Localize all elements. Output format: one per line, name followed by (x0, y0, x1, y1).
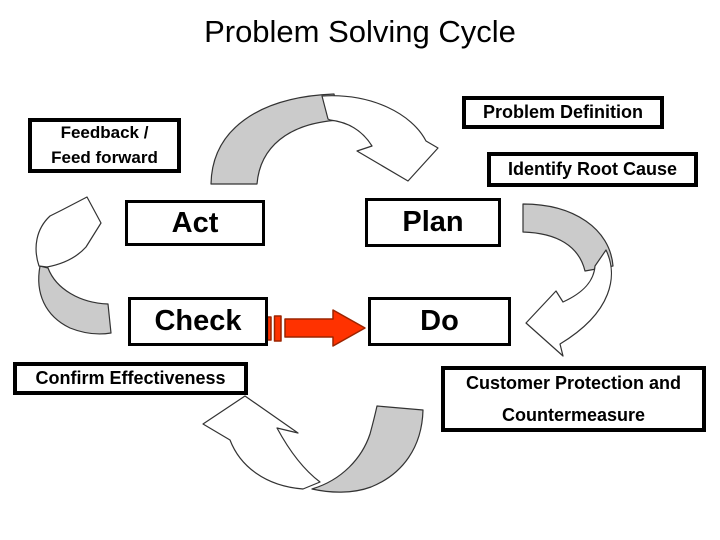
curved-arrow-do-to-check-icon (202, 395, 424, 493)
act-label: Act (171, 206, 219, 239)
check-label: Check (154, 305, 242, 337)
striped-arrow-stripe (273, 315, 282, 342)
confirm-effectiveness-label: Confirm Effectiveness (35, 368, 226, 389)
customer-protection-note-box: Customer Protection and Countermeasure (441, 366, 706, 432)
curved-arrow-head (321, 95, 439, 182)
identify-root-cause-label: Identify Root Cause (507, 159, 677, 180)
striped-arrow-stripe (266, 316, 272, 341)
confirm-effectiveness-note-box: Confirm Effectiveness (13, 362, 248, 395)
curved-arrow-plan-to-do-icon (522, 203, 614, 357)
identify-root-cause-note-box: Identify Root Cause (487, 152, 698, 187)
curved-arrow-tail (311, 405, 424, 493)
plan-label: Plan (402, 206, 464, 238)
problem-definition-note-box: Problem Definition (462, 96, 664, 129)
curved-arrow-tail (522, 203, 614, 272)
customer-protection-label: Customer Protection and Countermeasure (465, 372, 682, 425)
feedback-note-label: Feedback / Feed forward (51, 122, 158, 167)
feedback-note-box: Feedback / Feed forward (28, 118, 181, 173)
curved-arrow-tail (38, 265, 112, 335)
curved-arrow-check-to-act-icon (35, 196, 112, 335)
slide-title: Problem Solving Cycle (204, 14, 516, 49)
do-box: Do (368, 297, 511, 346)
striped-arrow-check-to-do-icon (266, 309, 366, 347)
striped-arrow-body (284, 309, 366, 347)
do-label: Do (420, 305, 459, 337)
curved-arrow-head (202, 395, 321, 490)
problem-definition-label: Problem Definition (482, 102, 643, 123)
plan-box: Plan (365, 198, 501, 247)
check-box: Check (128, 297, 268, 346)
act-box: Act (125, 200, 265, 246)
curved-arrow-tail (210, 93, 341, 185)
curved-arrow-act-to-plan-icon (210, 93, 439, 185)
curved-arrow-head (35, 196, 102, 268)
curved-arrow-head (525, 249, 612, 357)
